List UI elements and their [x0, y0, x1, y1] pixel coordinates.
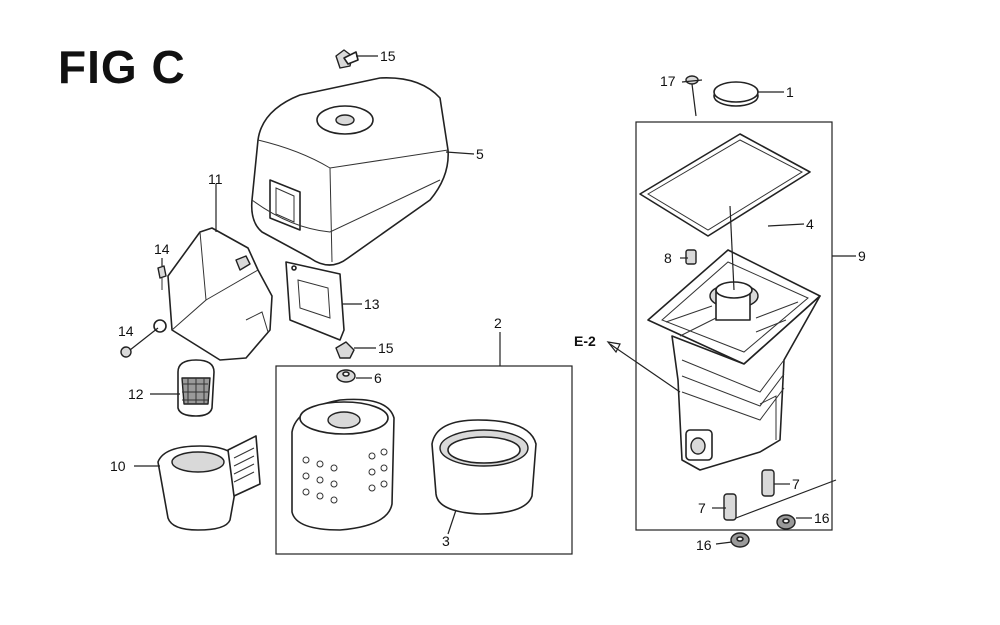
collar-part-7-left	[723, 493, 737, 521]
callout-9: 9	[858, 248, 866, 264]
wing-nut-part-15-lower	[335, 341, 355, 359]
callout-4: 4	[806, 216, 814, 232]
leader-lines	[129, 55, 856, 545]
callout-17: 17	[660, 73, 676, 89]
nut-part-16-right	[776, 514, 796, 530]
callout-2: 2	[494, 315, 502, 331]
callout-11: 11	[208, 171, 223, 187]
callout-14-lower: 14	[118, 323, 134, 339]
callout-12: 12	[128, 386, 144, 402]
air-cleaner-case-part-9	[647, 205, 821, 471]
foam-element-part-3	[431, 419, 537, 515]
filter-screen-part-12	[177, 359, 215, 417]
figure-title: FIG C	[58, 41, 186, 93]
callout-15-top: 15	[380, 48, 396, 64]
reference-e-2: E-2	[574, 333, 596, 349]
callout-6: 6	[374, 370, 382, 386]
air-duct-part-11	[167, 227, 273, 361]
callout-10: 10	[110, 458, 126, 474]
callout-1: 1	[786, 84, 794, 100]
callout-13: 13	[364, 296, 380, 312]
band-part-1	[713, 81, 759, 107]
collar-part-7-right	[761, 469, 775, 497]
element-group-box	[275, 365, 573, 555]
callout-15-lower: 15	[378, 340, 394, 356]
callout-3: 3	[442, 533, 450, 549]
callout-16-right: 16	[814, 510, 830, 526]
filter-element-assembly	[291, 398, 395, 531]
screw-part-14-upper	[157, 265, 167, 290]
packing-part-4	[639, 133, 811, 237]
callout-14-upper: 14	[154, 241, 170, 257]
wing-nut-part-15-top	[335, 49, 359, 69]
case-group-box	[635, 121, 833, 531]
nut-part-6	[336, 369, 356, 383]
callout-7-right: 7	[792, 476, 800, 492]
callout-7-left: 7	[698, 500, 706, 516]
inlet-cup-part-10	[157, 435, 261, 531]
gasket-part-13	[285, 261, 345, 341]
callout-16-left: 16	[696, 537, 712, 553]
callout-8: 8	[664, 250, 672, 266]
collar-part-8	[685, 249, 697, 265]
callout-5: 5	[476, 146, 484, 162]
air-cleaner-cover-part-5	[250, 77, 449, 266]
nut-part-16-left	[730, 532, 750, 548]
